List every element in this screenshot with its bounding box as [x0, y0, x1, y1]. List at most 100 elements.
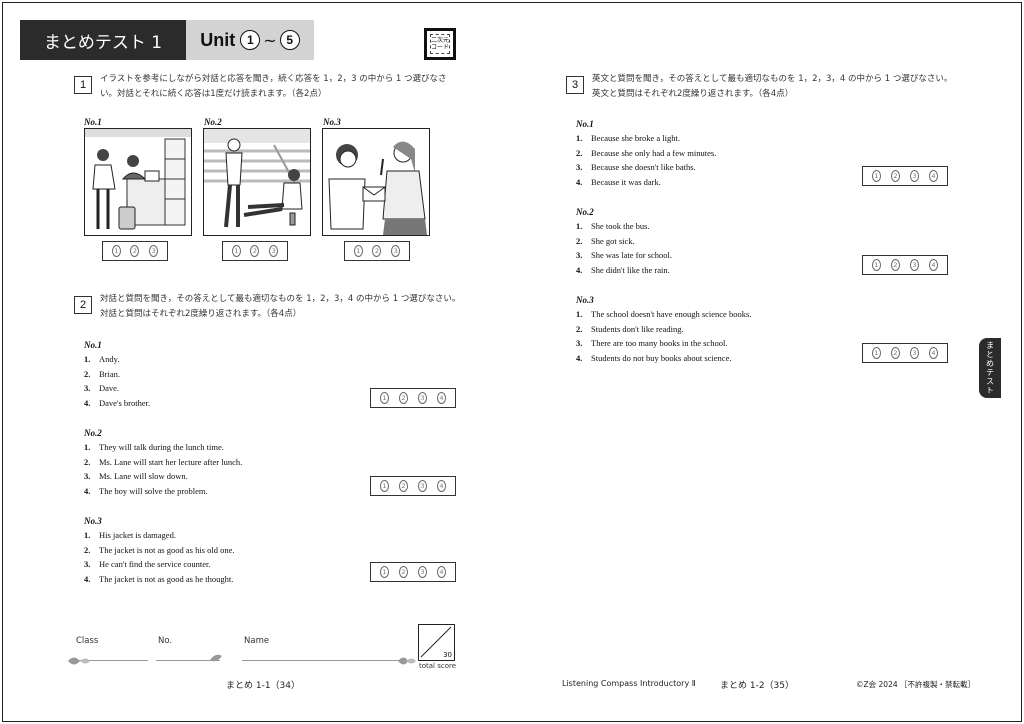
option-text: She was late for school.	[591, 250, 672, 261]
option-num: 4.	[576, 264, 583, 275]
option-num: 3.	[576, 162, 583, 173]
answer-bubble[interactable]: 3	[418, 392, 427, 404]
q2-no2-answer-box[interactable]: 1 2 3 4	[370, 476, 456, 496]
class-field[interactable]	[76, 660, 148, 661]
q2-no1-options: 1.Andy. 2.Brian. 3.Dave. 4.Dave's brothe…	[84, 352, 150, 410]
q3-no1-options: 1.Because she broke a light. 2.Because s…	[576, 131, 716, 189]
answer-bubble[interactable]: 3	[418, 480, 427, 492]
answer-bubble[interactable]: 1	[231, 245, 241, 257]
q3-no3-label: No.3	[576, 295, 594, 305]
answer-bubble[interactable]: 1	[111, 245, 121, 257]
q1-instruction: イラストを参考にしながら対話と応答を聞き，続く応答を 1，2，3 の中から 1 …	[100, 74, 447, 99]
option-num: 4.	[84, 485, 91, 496]
option-num: 4.	[576, 176, 583, 187]
answer-bubble[interactable]: 3	[910, 259, 919, 271]
q2-instruction: 対話と質問を聞き，その答えとして最も適切なものを 1，2，3，4 の中から 1 …	[100, 294, 461, 319]
answer-bubble[interactable]: 4	[929, 170, 938, 182]
q3-no2-answer-box[interactable]: 1 2 3 4	[862, 255, 948, 275]
no-field[interactable]	[156, 660, 220, 661]
option-num: 3.	[84, 559, 91, 570]
unit-start-badge: 1	[240, 30, 261, 50]
answer-bubble[interactable]: 2	[891, 170, 900, 182]
answer-bubble[interactable]: 2	[130, 245, 140, 257]
right-page-number: まとめ 1-2（35）	[720, 681, 795, 691]
answer-bubble[interactable]: 3	[418, 566, 427, 578]
answer-bubble[interactable]: 1	[872, 347, 881, 359]
q3-no1-answer-box[interactable]: 1 2 3 4	[862, 166, 948, 186]
q1-number: 1	[74, 76, 92, 94]
option-text: The boy will solve the problem.	[99, 485, 208, 496]
option-num: 3.	[84, 471, 91, 482]
option-num: 1.	[84, 442, 91, 452]
option-text: She got sick.	[591, 235, 635, 246]
option-text: She didn't like the rain.	[591, 264, 670, 275]
answer-bubble[interactable]: 2	[399, 392, 408, 404]
answer-bubble[interactable]: 2	[891, 259, 900, 271]
answer-bubble[interactable]: 1	[353, 245, 363, 257]
book-title: Listening Compass Introductory Ⅱ	[562, 679, 696, 688]
answer-bubble[interactable]: 2	[891, 347, 900, 359]
option-text: Ms. Lane will slow down.	[99, 471, 188, 482]
answer-bubble[interactable]: 3	[269, 245, 279, 257]
option-text: He can't find the service counter.	[99, 559, 211, 570]
q3-no3-answer-box[interactable]: 1 2 3 4	[862, 343, 948, 363]
option-num: 3.	[576, 250, 583, 261]
q1-no1-answer-box[interactable]: 1 2 3	[102, 241, 168, 261]
qr-code-label: 二次元コード	[430, 34, 450, 54]
answer-bubble[interactable]: 1	[380, 566, 389, 578]
q2-no3-options: 1.His jacket is damaged. 2.The jacket is…	[84, 528, 235, 586]
option-text: Because she doesn't like baths.	[591, 162, 696, 173]
answer-bubble[interactable]: 2	[372, 245, 382, 257]
side-tab[interactable]: まとめテスト	[979, 338, 1001, 398]
option-text: Because it was dark.	[591, 176, 661, 187]
no-label: No.	[158, 636, 173, 646]
answer-bubble[interactable]: 4	[929, 259, 938, 271]
q2-no1-answer-box[interactable]: 1 2 3 4	[370, 388, 456, 408]
q2-no2-options: 1.They will talk during the lunch time. …	[84, 440, 242, 498]
answer-bubble[interactable]: 1	[872, 170, 881, 182]
answer-bubble[interactable]: 4	[437, 480, 446, 492]
option-num: 4.	[576, 352, 583, 363]
option-text: Because she broke a light.	[591, 133, 680, 143]
q1-no2-answer-box[interactable]: 1 2 3	[222, 241, 288, 261]
score-slash-icon	[420, 626, 452, 658]
name-label: Name	[244, 636, 270, 646]
envelope-handover-illustration	[328, 141, 427, 235]
q3-no2-options: 1.She took the bus. 2.She got sick. 3.Sh…	[576, 219, 672, 277]
airport-counter-illustration	[85, 129, 191, 230]
option-text: Dave.	[99, 383, 120, 394]
option-num: 2.	[84, 368, 91, 379]
name-field[interactable]	[242, 660, 406, 661]
qr-code-icon[interactable]: 二次元コード	[424, 28, 456, 60]
answer-bubble[interactable]: 3	[910, 347, 919, 359]
option-num: 2.	[576, 323, 583, 334]
left-page-number: まとめ 1-1（34）	[226, 681, 301, 691]
option-num: 4.	[84, 397, 91, 408]
option-text: There are too many books in the school.	[591, 338, 728, 349]
q2-no2-label: No.2	[84, 428, 102, 438]
q1-no1-label: No.1	[84, 117, 102, 127]
q1-no3-answer-box[interactable]: 1 2 3	[344, 241, 410, 261]
q1-no1-illustration	[84, 128, 192, 236]
answer-bubble[interactable]: 4	[929, 347, 938, 359]
answer-bubble[interactable]: 3	[149, 245, 159, 257]
q2-no3-answer-box[interactable]: 1 2 3 4	[370, 562, 456, 582]
copyright: ©Z会 2024 ［不許複製・禁転載］	[856, 680, 975, 689]
answer-bubble[interactable]: 3	[910, 170, 919, 182]
answer-bubble[interactable]: 1	[380, 480, 389, 492]
answer-bubble[interactable]: 3	[391, 245, 401, 257]
answer-bubble[interactable]: 1	[872, 259, 881, 271]
q2-no1-label: No.1	[84, 340, 102, 350]
answer-bubble[interactable]: 4	[437, 392, 446, 404]
total-score-box[interactable]: 30	[418, 624, 455, 661]
score-total: 30	[443, 651, 452, 659]
answer-bubble[interactable]: 2	[399, 480, 408, 492]
answer-bubble[interactable]: 4	[437, 566, 446, 578]
answer-bubble[interactable]: 1	[380, 392, 389, 404]
unit-word: Unit	[200, 29, 236, 50]
option-text: Brian.	[99, 368, 121, 379]
answer-bubble[interactable]: 2	[399, 566, 408, 578]
test-title-text: まとめテスト 1	[43, 32, 163, 53]
answer-bubble[interactable]: 2	[250, 245, 260, 257]
leaf-ornament-icon	[398, 657, 416, 665]
